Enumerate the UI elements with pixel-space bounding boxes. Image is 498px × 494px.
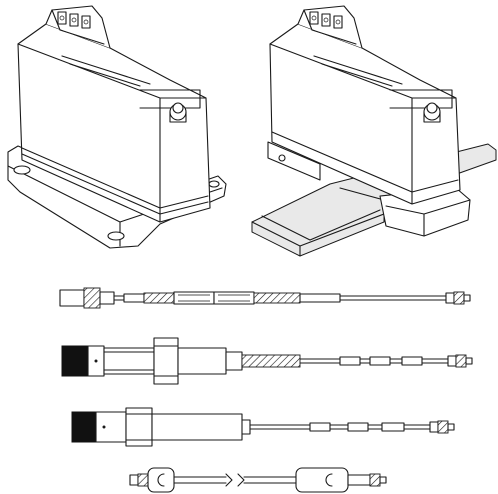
terminal-screws-left xyxy=(57,11,91,29)
transmitter-din-rail-mount xyxy=(251,5,497,257)
terminal-screws-right xyxy=(309,11,343,29)
sensor-cable-2 xyxy=(61,337,473,385)
sensor-cable-1 xyxy=(59,287,471,309)
sensor-cable-3 xyxy=(71,407,455,447)
transmitter-panel-mount xyxy=(7,5,227,249)
sensor-cable-4 xyxy=(129,467,387,493)
